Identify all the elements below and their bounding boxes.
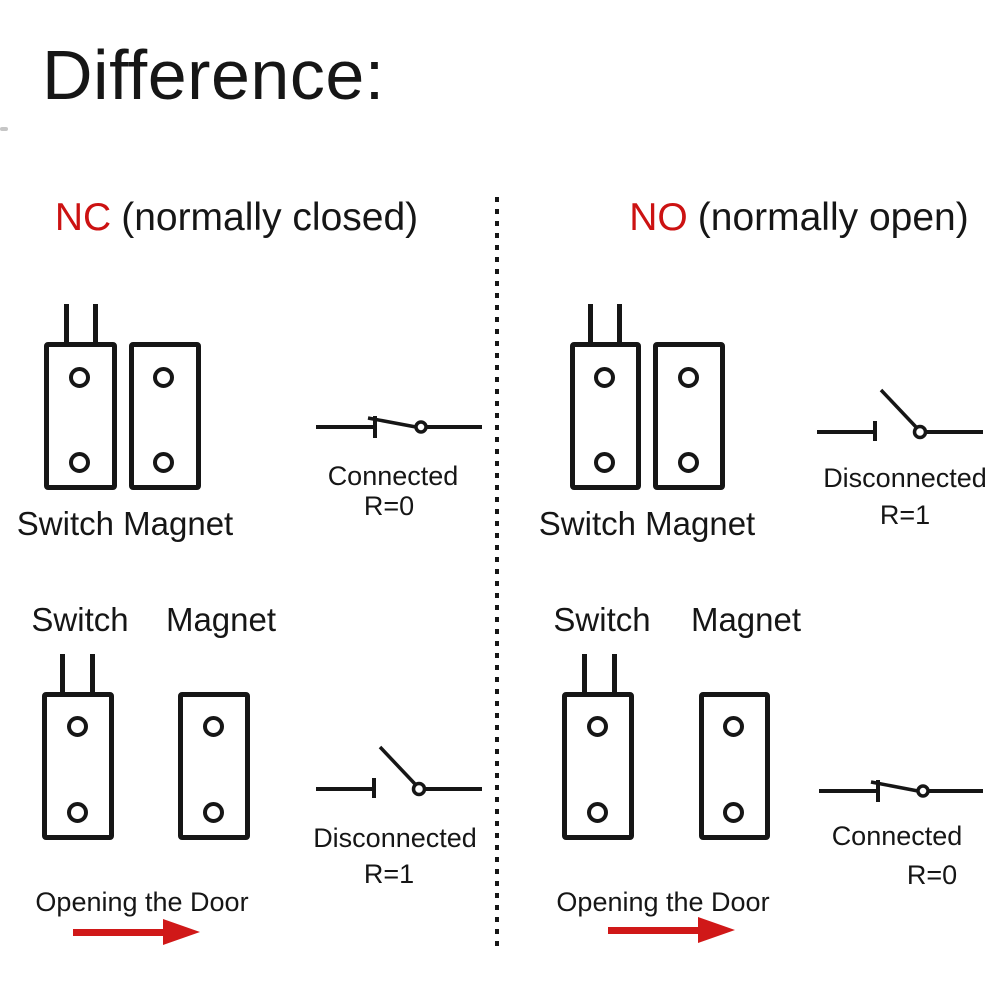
screw-hole (69, 367, 90, 388)
screw-hole (587, 716, 608, 737)
circuit-status: Connected (831, 821, 963, 851)
no-abbr: NO (629, 196, 688, 239)
screw-hole (723, 802, 744, 823)
screw-hole (203, 802, 224, 823)
resistance-value: R=1 (879, 500, 931, 530)
opening-door-label: Opening the Door (35, 887, 249, 917)
switch-terminal-wire (612, 654, 617, 694)
nc-header-rest: (normally closed) (121, 196, 419, 239)
circuit-status: Disconnected (823, 463, 987, 493)
switch-terminal-wire (60, 654, 65, 694)
screw-hole (678, 367, 699, 388)
red-arrow-head-icon (698, 917, 735, 943)
open-switch-icon (316, 745, 482, 798)
switch-label: Switch (553, 601, 651, 638)
closed-switch-icon (819, 780, 983, 802)
magnet-label: Magnet (165, 601, 277, 638)
screw-hole (153, 367, 174, 388)
switch-terminal-wire (90, 654, 95, 694)
no-header: NO(normally open) (610, 196, 988, 240)
red-arrow-icon (73, 929, 163, 936)
screw-hole (203, 716, 224, 737)
nc-abbr: NC (54, 196, 112, 239)
page-title: Difference: (42, 36, 385, 114)
open-switch-icon (817, 388, 983, 441)
magnet-label: Magnet (690, 601, 802, 638)
screw-hole (594, 452, 615, 473)
switch-terminal-wire (588, 304, 593, 344)
switch-terminal-wire (64, 304, 69, 344)
screw-hole (67, 716, 88, 737)
screw-hole (67, 802, 88, 823)
no-header-rest: (normally open) (697, 196, 969, 239)
switch-label: Switch (31, 601, 129, 638)
edge-artifact (0, 127, 8, 131)
resistance-value: R=0 (906, 860, 958, 890)
opening-door-label: Opening the Door (556, 887, 770, 917)
circuit-status: Disconnected (313, 823, 477, 853)
device-pair-label: Switch Magnet (538, 505, 756, 542)
closed-switch-icon (316, 416, 482, 438)
column-divider (495, 197, 499, 947)
circuit-status: Connected (327, 461, 459, 491)
screw-hole (678, 452, 699, 473)
screw-hole (587, 802, 608, 823)
red-arrow-head-icon (163, 919, 200, 945)
screw-hole (723, 716, 744, 737)
resistance-value: R=1 (363, 859, 415, 889)
switch-terminal-wire (93, 304, 98, 344)
resistance-value: R=0 (363, 491, 415, 521)
screw-hole (69, 452, 90, 473)
red-arrow-icon (608, 927, 700, 934)
nc-header: NC(normally closed) (0, 196, 473, 240)
switch-terminal-wire (582, 654, 587, 694)
device-pair-label: Switch Magnet (16, 505, 234, 542)
screw-hole (594, 367, 615, 388)
switch-terminal-wire (617, 304, 622, 344)
screw-hole (153, 452, 174, 473)
